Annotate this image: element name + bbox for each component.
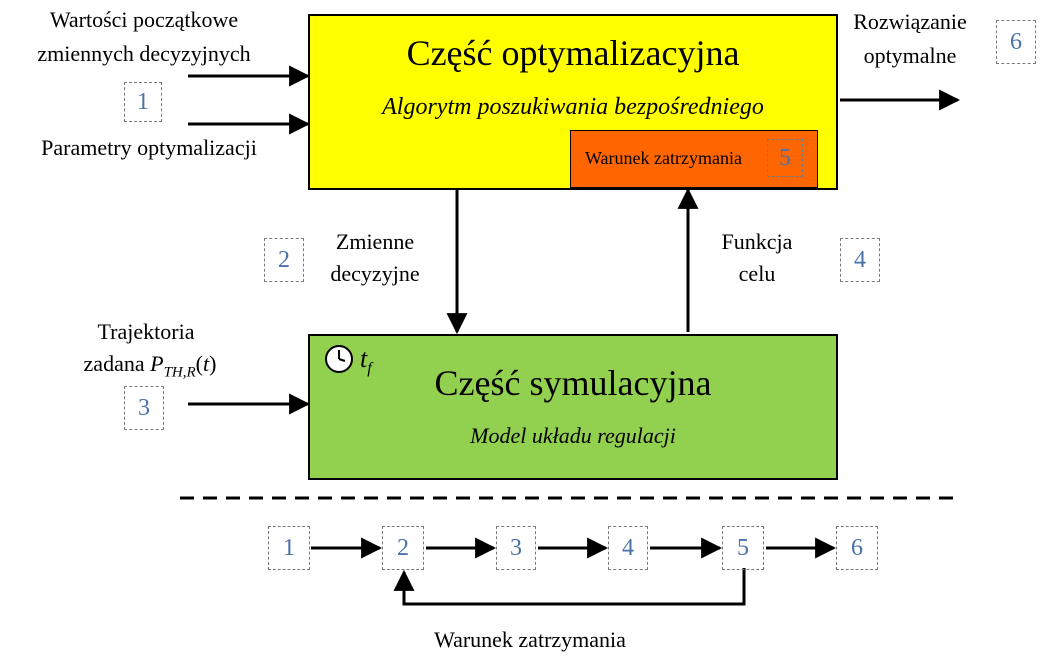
decision-vars-line2: decyzyjne — [330, 261, 420, 286]
seq-step-4: 4 — [608, 526, 648, 570]
trajectory-symbol: P — [150, 351, 164, 376]
badge-6: 6 — [996, 20, 1036, 64]
badge-2: 2 — [264, 238, 304, 282]
objective-line1: Funkcja — [721, 229, 793, 254]
initial-values-line1: Wartości początkowe — [49, 7, 239, 32]
optimization-block: Część optymalizacyjna Algorytm poszukiwa… — [308, 14, 838, 190]
objective-line2: celu — [738, 261, 776, 286]
output-line1: Rozwiązanie — [853, 9, 967, 34]
simulation-title: Część symulacyjna — [434, 363, 712, 403]
trajectory-line1: Trajektoria — [97, 319, 195, 344]
stop-condition-label: Warunek zatrzymania — [585, 148, 742, 168]
simulation-subtitle: Model układu regulacji — [470, 423, 676, 448]
optimization-title: Część optymalizacyjna — [406, 33, 740, 73]
seq-step-6: 6 — [836, 526, 878, 570]
decision-vars-line1: Zmienne — [335, 229, 415, 254]
seq-step-5: 5 — [722, 526, 764, 570]
final-time-label: tf — [360, 344, 372, 384]
parameters-label: Parametry optymalizacji — [41, 135, 257, 160]
trajectory-line2: zadana PTH,R(t) — [83, 351, 217, 381]
optimization-subtitle: Algorytm poszukiwania bezpośredniego — [382, 94, 764, 120]
final-time-symbol: t — [360, 344, 368, 373]
seq-step-2: 2 — [382, 526, 424, 570]
stop-condition-block: Warunek zatrzymania 5 — [570, 130, 818, 188]
clock-icon — [324, 344, 354, 374]
badge-1: 1 — [124, 82, 162, 122]
badge-4: 4 — [840, 238, 880, 282]
simulation-block: tf Część symulacyjna Model układu regula… — [308, 334, 838, 480]
badge-5: 5 — [767, 139, 803, 177]
seq-loop-5-to-2 — [393, 568, 746, 606]
badge-3: 3 — [124, 386, 164, 430]
final-time-subscript: f — [367, 360, 372, 378]
seq-step-1: 1 — [268, 526, 310, 570]
loop-label: Warunek zatrzymania — [434, 627, 626, 652]
output-line2: optymalne — [863, 43, 957, 68]
initial-values-line2: zmiennych decyzyjnych — [37, 41, 251, 66]
seq-step-3: 3 — [496, 526, 536, 570]
trajectory-subscript: TH,R — [163, 364, 196, 381]
